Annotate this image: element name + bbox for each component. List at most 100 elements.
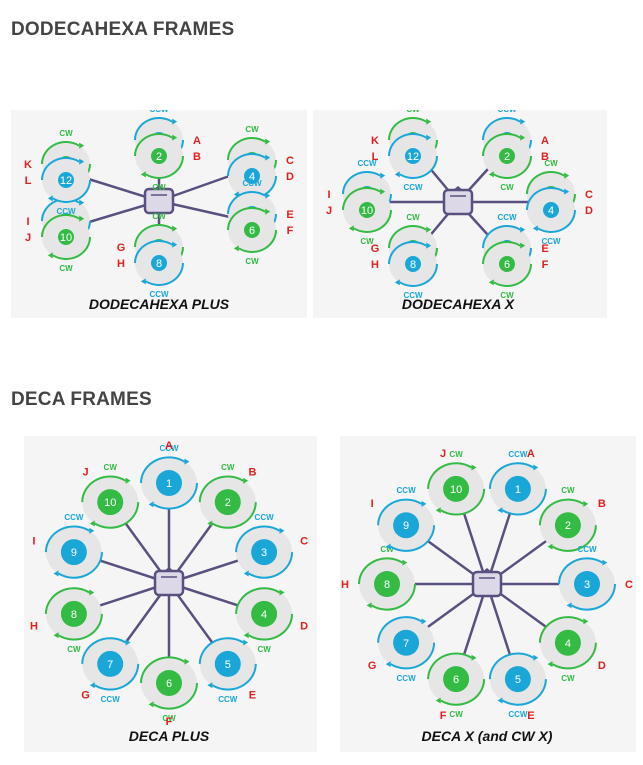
- motor-hub: [443, 666, 470, 693]
- rotation-label: CW: [360, 237, 374, 246]
- motor-number: 4: [548, 205, 554, 217]
- motor-number: 4: [261, 609, 267, 621]
- frame-body: [143, 187, 175, 215]
- rotation-label: CW: [152, 183, 166, 192]
- frame-caption: DECA X (and CW X): [422, 728, 553, 744]
- rotation-label: CCW: [508, 450, 528, 459]
- motor-hub: [359, 202, 375, 218]
- frame-diagram-dodecahexa-x: 1CCWA2CWB3CWC4CCWD5CCWE6CWF7CWG8CCWH9CCW…: [326, 110, 593, 312]
- motor-number: 4: [249, 171, 255, 183]
- rotation-label: CCW: [149, 110, 169, 114]
- motor-hub: [151, 255, 167, 271]
- motor-letter: E: [286, 209, 293, 221]
- motor-letter: D: [300, 621, 308, 633]
- frame-caption: DODECAHEXA X: [402, 296, 516, 312]
- motor-number: 6: [166, 678, 172, 690]
- motor-number: 3: [261, 547, 267, 559]
- motor-hub: [374, 571, 400, 597]
- front-arrow-icon: [153, 185, 165, 190]
- motor-hub: [156, 670, 182, 696]
- motor-number: 8: [410, 259, 416, 271]
- motor-hub: [393, 629, 420, 656]
- motor-letter: E: [249, 690, 256, 702]
- motor-hub: [251, 600, 278, 627]
- motor-letter: C: [300, 535, 308, 547]
- rotation-label: CW: [221, 463, 235, 472]
- motor-letter: F: [287, 225, 294, 237]
- motor-hub: [543, 202, 559, 218]
- rotation-label: CW: [380, 545, 394, 554]
- rotation-label: CW: [59, 264, 73, 273]
- motor-number: 5: [515, 674, 521, 686]
- motor-number: 10: [450, 484, 462, 496]
- motor-hub: [156, 470, 182, 496]
- frame-diagram-dodecahexa-plus: 1CCWA2CWB3CWC4CCWD5CCWE6CWF7CWG8CCWH9CCW…: [24, 110, 294, 312]
- front-arrow-icon: [163, 567, 175, 572]
- motor-number: 7: [403, 638, 409, 650]
- motor-hub: [499, 256, 515, 272]
- rotation-label: CW: [406, 110, 420, 114]
- motor-letter: B: [598, 498, 606, 510]
- motor-hub: [60, 539, 87, 566]
- rotation-label: CCW: [397, 674, 417, 683]
- motor-letter: I: [371, 498, 374, 510]
- frame-caption: DODECAHEXA PLUS: [89, 296, 230, 312]
- motor-letter: I: [26, 216, 29, 228]
- rotation-label: CCW: [218, 695, 238, 704]
- section-heading-dodecahexa: DODECAHEXA FRAMES: [11, 19, 235, 40]
- motor-letter: A: [527, 448, 535, 460]
- rotation-label: CCW: [541, 237, 561, 246]
- motor-hub: [443, 475, 470, 502]
- rotation-label: CCW: [497, 213, 517, 222]
- motor-number: 6: [453, 674, 459, 686]
- motor-hub: [58, 172, 74, 188]
- front-arrow-icon: [452, 186, 464, 191]
- motor-number: 2: [565, 520, 571, 532]
- motor-hub: [58, 229, 74, 245]
- motor-hub: [554, 629, 581, 656]
- motor-letter: K: [371, 135, 379, 147]
- motor-number: 6: [504, 259, 510, 271]
- frame-body: [442, 188, 474, 216]
- motor-letter: F: [440, 710, 447, 722]
- motor-hub: [60, 600, 87, 627]
- motor-letter: B: [193, 151, 201, 163]
- motor-letter: L: [25, 175, 32, 187]
- motor-letter: H: [117, 258, 125, 270]
- motor-letter: D: [585, 205, 593, 217]
- motor-hub: [574, 571, 600, 597]
- motor-letter: A: [165, 440, 173, 452]
- motor-hub: [244, 168, 260, 184]
- motor-letter: H: [341, 579, 349, 591]
- motor-hub: [393, 512, 420, 539]
- rotation-label: CW: [500, 183, 514, 192]
- motor-hub: [554, 512, 581, 539]
- rotation-label: CW: [449, 450, 463, 459]
- rotation-label: CCW: [497, 110, 517, 114]
- motor-letter: B: [248, 466, 256, 478]
- motor-letter: E: [541, 243, 548, 255]
- motor-letter: D: [598, 660, 606, 672]
- motor-number: 10: [104, 497, 116, 509]
- rotation-label: CCW: [101, 695, 121, 704]
- motor-number: 9: [403, 520, 409, 532]
- rotation-label: CCW: [56, 207, 76, 216]
- motor-letter: B: [541, 151, 549, 163]
